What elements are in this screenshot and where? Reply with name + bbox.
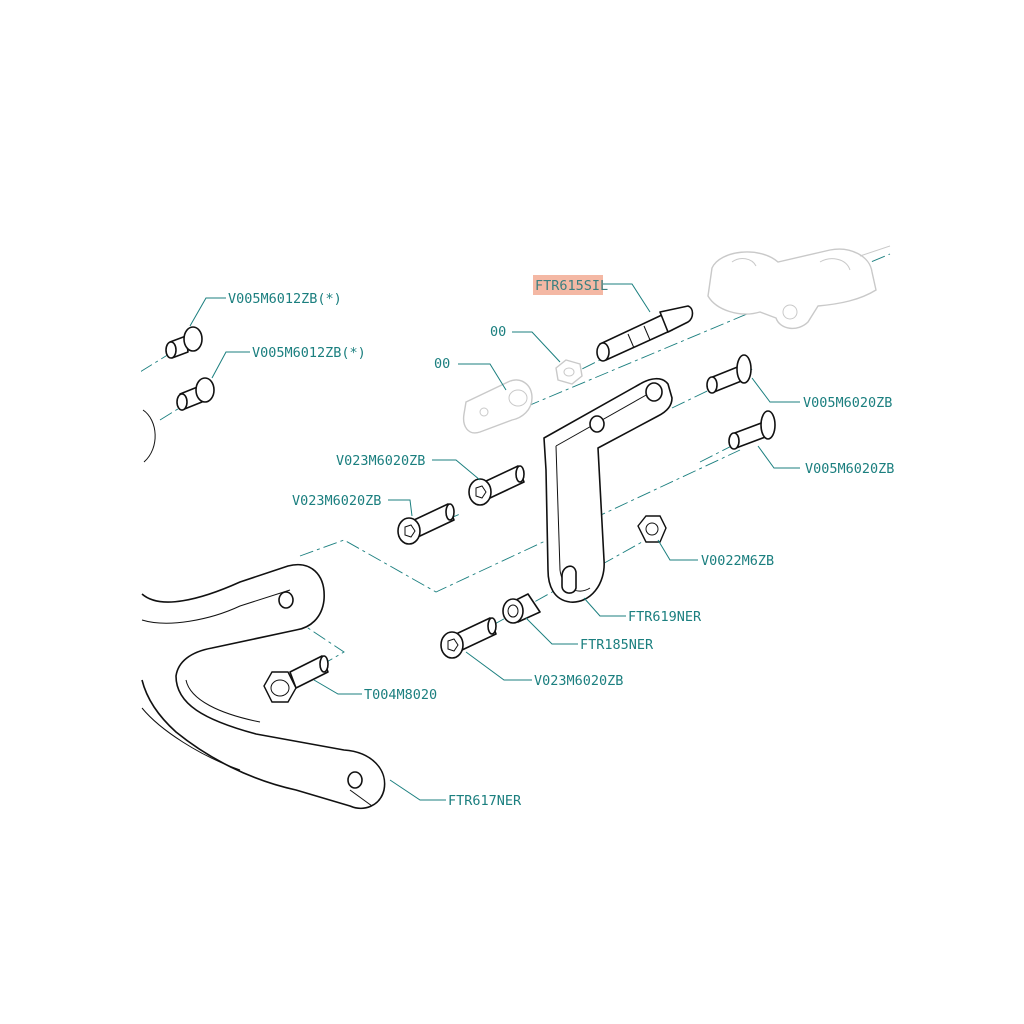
socket-screw-1 (468, 465, 525, 506)
label-socket-2: V023M6020ZB (292, 493, 381, 509)
label-bolt-right-1: V005M6020ZB (803, 395, 892, 411)
label-pin: FTR615SIL (535, 278, 608, 294)
label-socket-3: V023M6020ZB (534, 673, 623, 689)
screw-top-1 (165, 326, 203, 359)
socket-screw-2 (397, 503, 455, 545)
label-lever: FTR617NER (448, 793, 522, 809)
ghost-assembly (462, 245, 891, 434)
label-clevis-00: 00 (434, 356, 450, 372)
label-ring-00: 00 (490, 324, 506, 340)
leader-lines (189, 283, 800, 801)
screw-top-2 (176, 377, 215, 411)
bolt-right-2 (728, 410, 776, 450)
label-socket-1: V023M6020ZB (336, 453, 425, 469)
highlight-box (533, 275, 603, 295)
frame-fragment (142, 409, 156, 463)
right-clip-mask (898, 230, 1024, 830)
pin-ftr615sil (596, 305, 694, 362)
label-bolt-right-2: V005M6020ZB (805, 461, 894, 477)
bracket-ftr619ner (543, 377, 673, 603)
label-spacer: FTR185NER (580, 637, 654, 653)
lever-ftr617ner (141, 563, 386, 810)
label-screw-top-2: V005M6012ZB(*) (252, 345, 366, 361)
nut-v0022m6zb (637, 515, 667, 543)
label-nut: V0022M6ZB (701, 553, 774, 569)
part-labels: V005M6012ZB(*) V005M6012ZB(*) FTR615SIL … (228, 278, 894, 809)
left-clip-mask (0, 230, 141, 830)
flange-bolt-t004m8020 (263, 655, 329, 703)
socket-screw-3 (440, 617, 497, 659)
bolt-right-1 (706, 354, 752, 394)
label-bracket: FTR619NER (628, 609, 702, 625)
label-flange-bolt: T004M8020 (364, 687, 437, 703)
label-screw-top-1: V005M6012ZB(*) (228, 291, 342, 307)
spacer-ftr185ner (502, 593, 541, 624)
